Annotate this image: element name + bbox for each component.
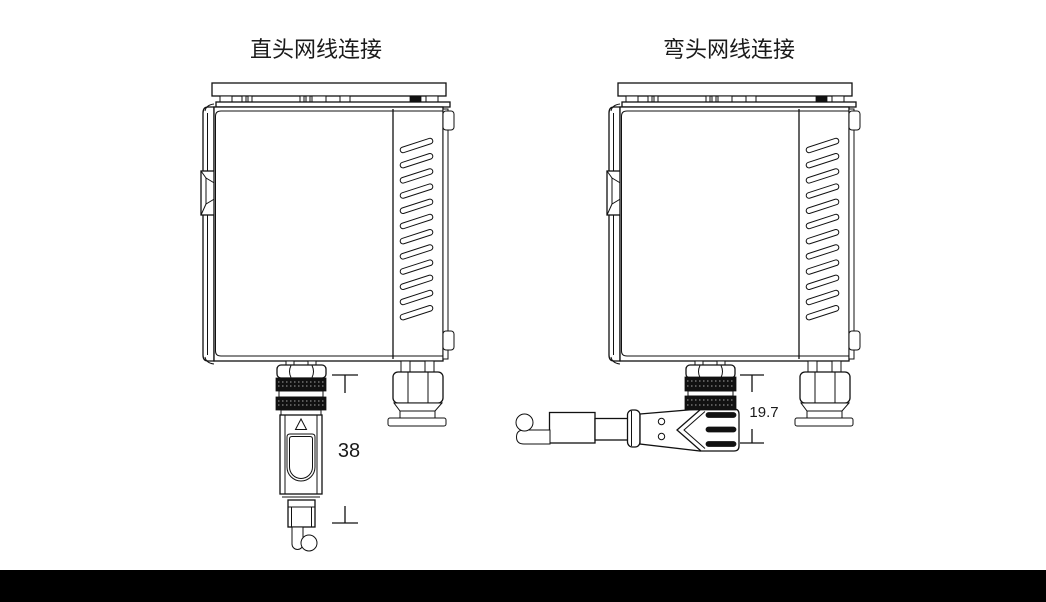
coupling-nut: [276, 364, 327, 379]
latch-slot-outer: [286, 433, 316, 482]
fitting-right: [794, 360, 854, 427]
latch-slot-inner: [289, 436, 313, 479]
device-body-right: [606, 82, 861, 365]
elbow-cable: [515, 409, 641, 448]
cable-boot: [287, 499, 316, 528]
knurled-ring: [684, 376, 737, 411]
panel-straight-connection: 直头网线连接: [200, 37, 455, 552]
bottom-black-bar: [0, 570, 1046, 602]
strain-relief: [639, 408, 701, 452]
dimension-value: 38: [338, 440, 360, 462]
right-panel-title: 弯头网线连接: [663, 37, 795, 62]
dimension-38: 38: [332, 374, 360, 524]
dimension-19-7: 19.7: [740, 374, 779, 444]
panel-elbow-connection: 弯头网线连接: [515, 37, 861, 452]
elbow-ethernet-connector: [515, 360, 740, 452]
cable-end-upper: [515, 413, 534, 432]
elbow-head: [676, 408, 740, 452]
left-panel-title: 直头网线连接: [250, 37, 382, 62]
fitting-left: [387, 360, 447, 427]
device-body-left: [200, 82, 455, 365]
connector-body: [279, 414, 323, 498]
dimension-value: 19.7: [749, 404, 778, 421]
straight-ethernet-connector: [275, 360, 327, 552]
coupling-nut: [685, 364, 736, 379]
cable-end-lower: [515, 429, 551, 445]
cable-end: [291, 526, 318, 552]
knurled-ring: [275, 377, 327, 411]
triangle-marker-icon: [294, 417, 308, 430]
